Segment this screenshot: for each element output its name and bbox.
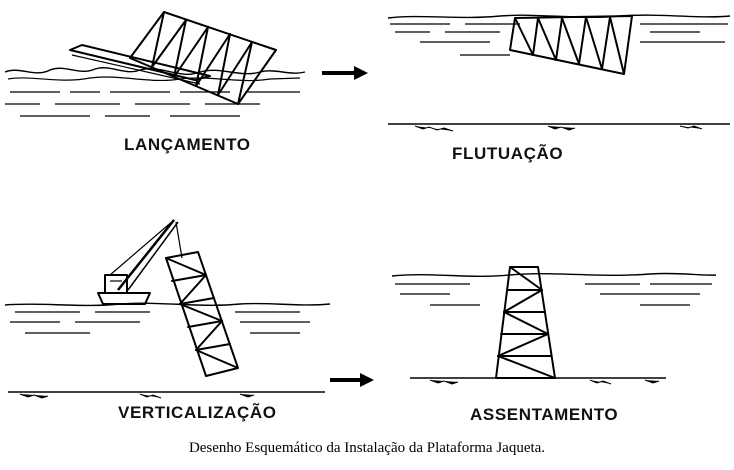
uprighting-label: VERTICALIZAÇÃO <box>118 403 277 422</box>
flotation-label: FLUTUAÇÃO <box>452 144 564 163</box>
flotation-panel-illustration <box>387 14 731 132</box>
settling-label: ASSENTAMENTO <box>470 405 619 424</box>
uprighting-panel-illustration <box>4 219 374 399</box>
figure-caption: Desenho Esquemático da Instalação da Pla… <box>188 440 546 456</box>
launch-panel-illustration <box>4 11 368 117</box>
settling-panel-illustration <box>391 266 717 385</box>
launch-label: LANÇAMENTO <box>124 135 251 154</box>
